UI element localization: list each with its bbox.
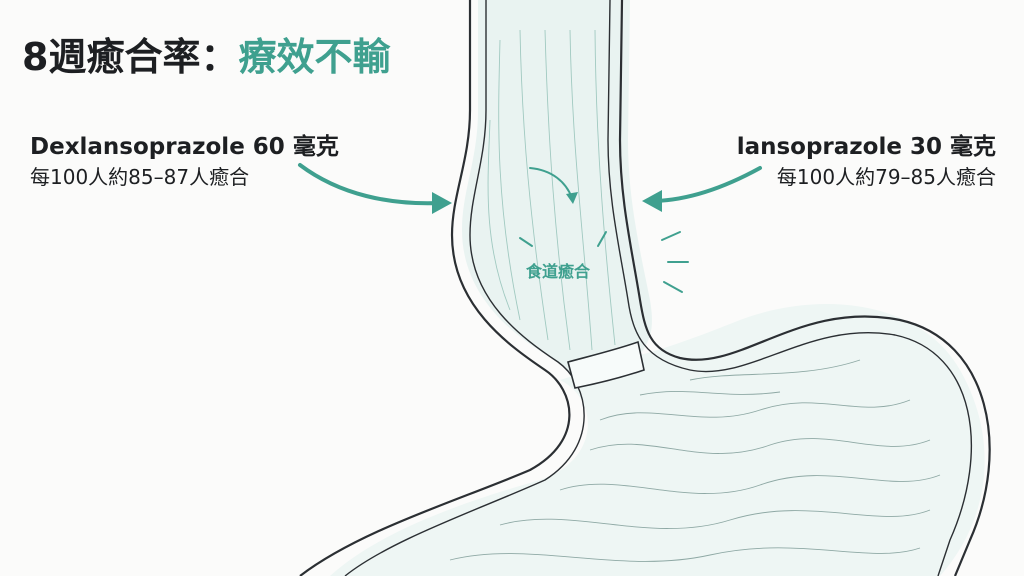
esophagus-left-wall (299, 0, 571, 576)
esophageal-healing-label: 食道癒合 (526, 262, 591, 281)
right-drug-label: lansoprazole 30 毫克 每100人約79–85人癒合 (737, 132, 996, 192)
esophagus-right-inner (607, 0, 973, 576)
title-prefix: 8週癒合率： (22, 35, 239, 79)
page-title: 8週癒合率：療效不輸 (22, 26, 390, 81)
curved-arrow-head (566, 192, 578, 204)
left-drug-label: Dexlansoprazole 60 毫克 每100人約85–87人癒合 (30, 132, 339, 192)
sphincter-ring (567, 340, 645, 389)
stomach-rugae (449, 359, 941, 562)
esophagus-right-wall (618, 0, 991, 576)
title-highlight: 療效不輸 (238, 35, 391, 79)
left-drug-name: Dexlansoprazole 60 毫克 (30, 134, 339, 160)
left-drug-rate: 每100人約85–87人癒合 (30, 165, 250, 189)
arrow-right-head (642, 190, 662, 212)
esophagus-texture (487, 29, 616, 351)
arrow-right (653, 166, 762, 203)
right-drug-name: lansoprazole 30 毫克 (736, 134, 996, 160)
esophagus-left-inner (344, 0, 585, 576)
esophagus-tube (462, 0, 652, 380)
arrow-left (298, 163, 442, 206)
right-drug-rate: 每100人約79–85人癒合 (776, 165, 996, 189)
burst-lines (519, 231, 689, 293)
stomach-body (330, 304, 985, 576)
arrow-left-head (432, 192, 452, 214)
